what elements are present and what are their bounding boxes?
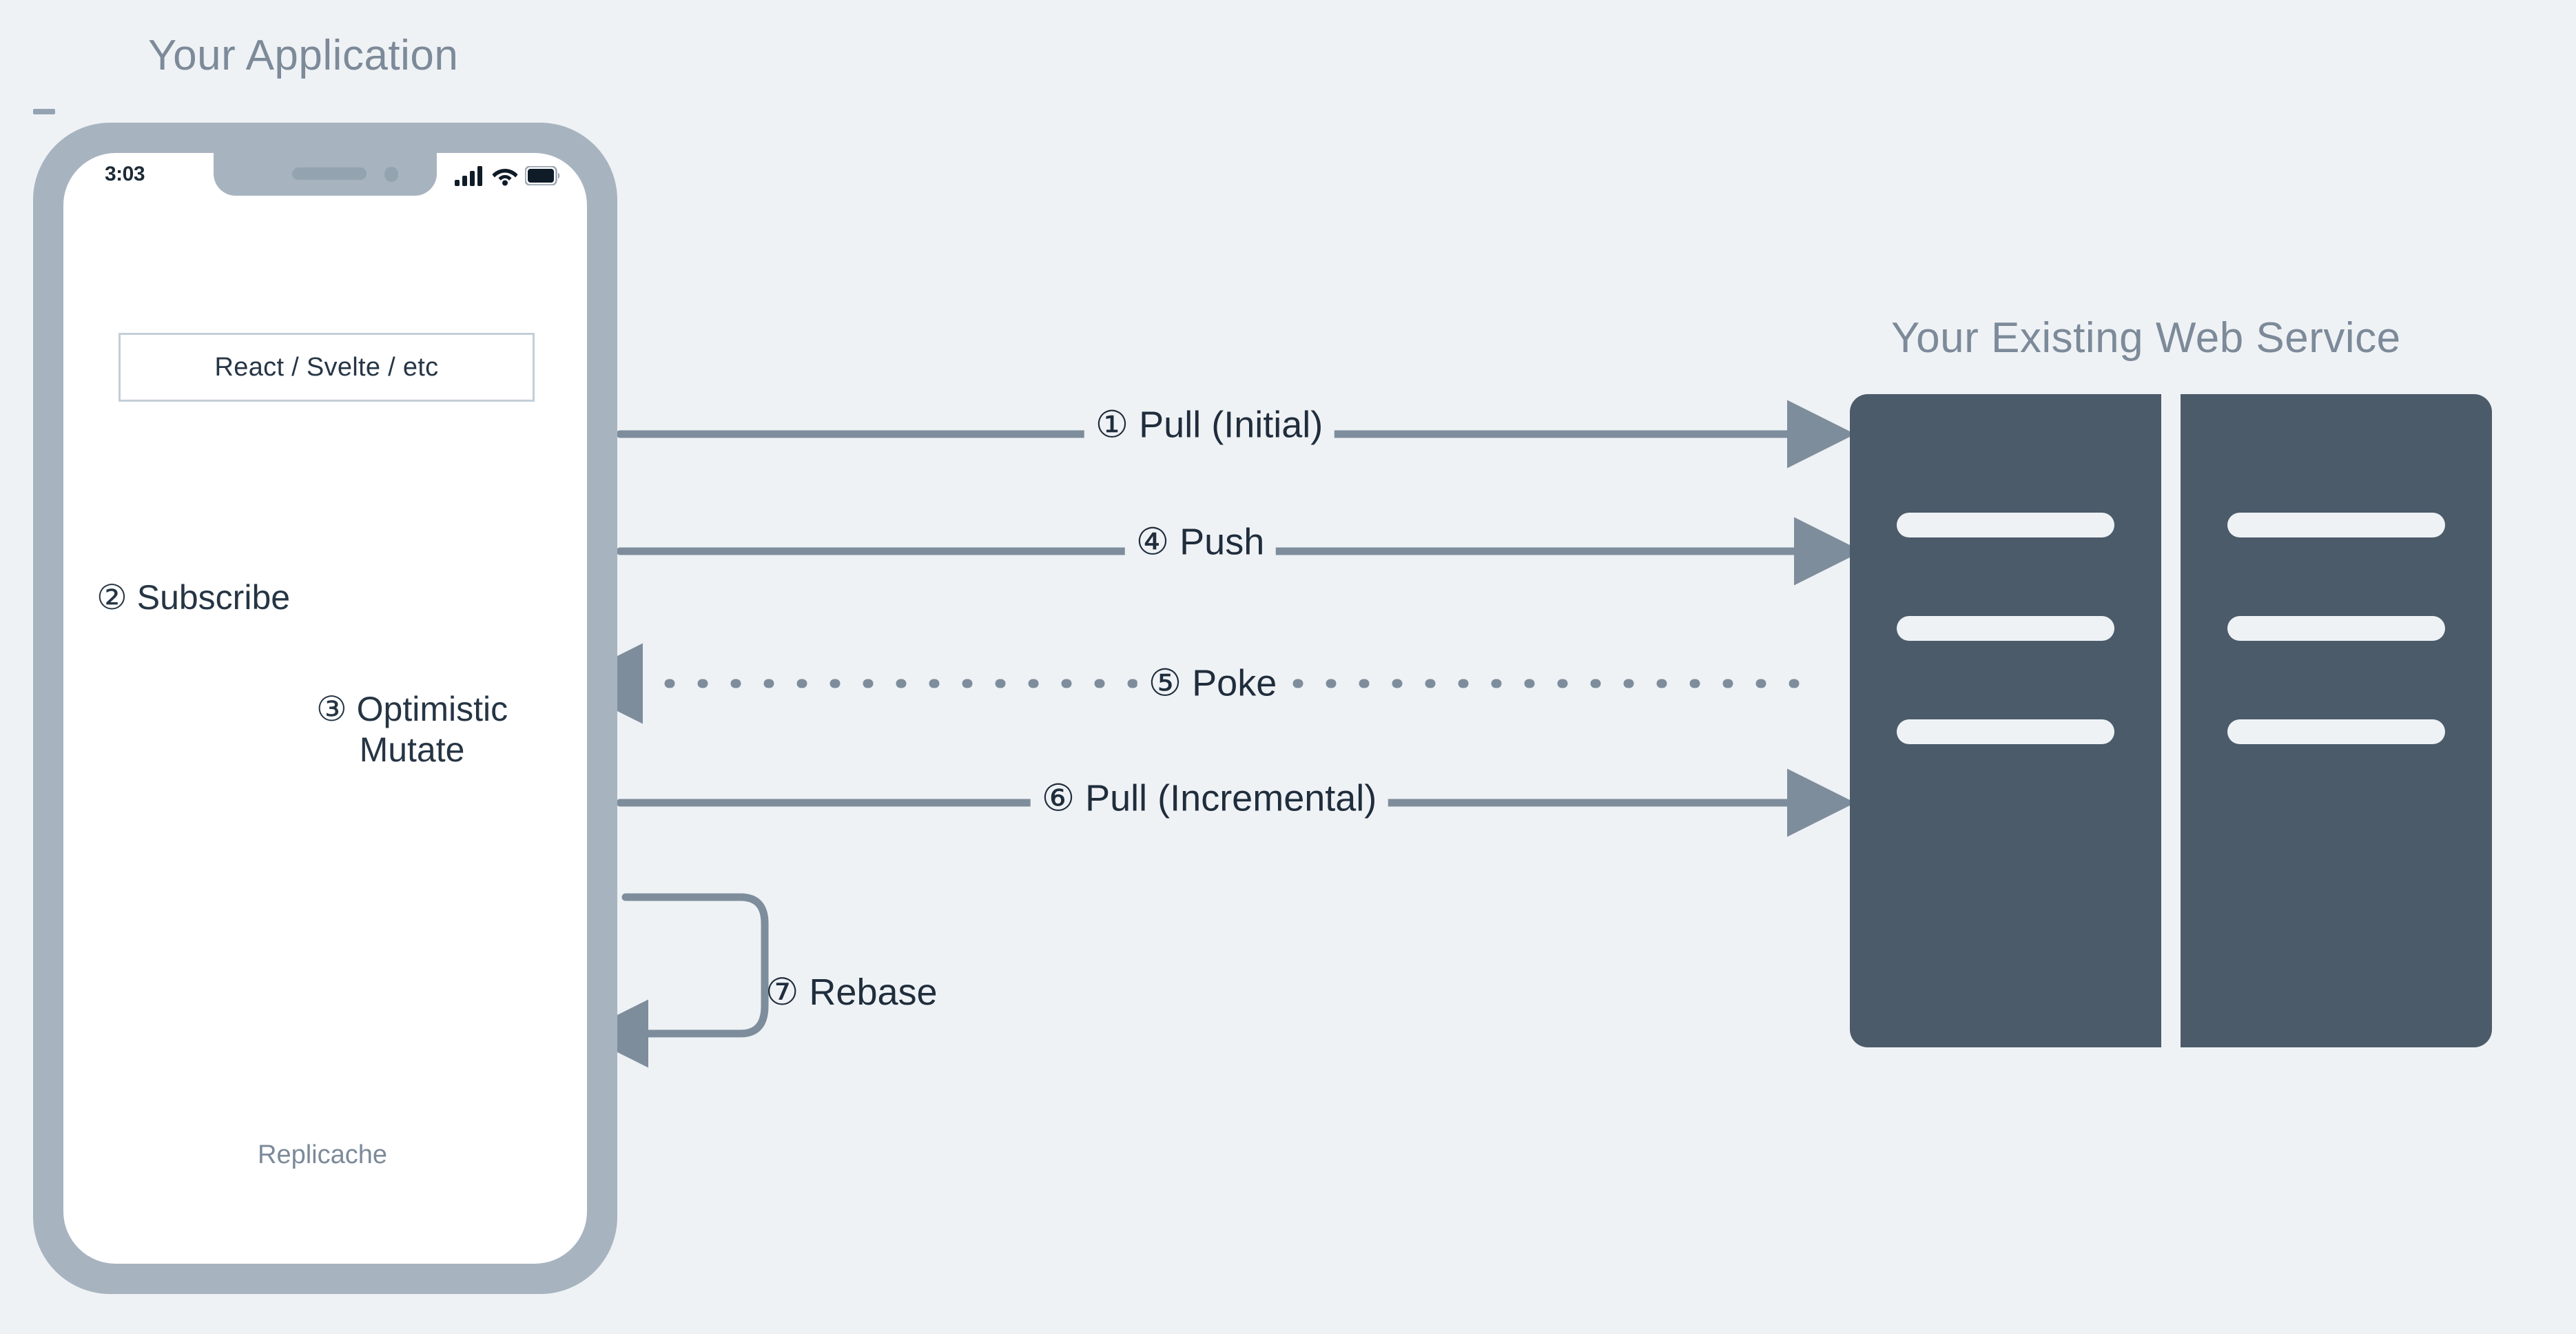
status-bar-icons (455, 165, 561, 186)
server-rack-left (1850, 394, 2161, 1047)
flow-label-rebase: ⑦ Rebase (765, 972, 938, 1013)
server-rack-left-bar-3 (1897, 719, 2114, 744)
framework-box[interactable]: React / Svelte / etc (119, 333, 535, 402)
flow-label-push: ④ Push (1124, 520, 1276, 564)
arrow-rebase-loop (580, 893, 769, 1068)
step-label-subscribe: ② Subscribe (96, 578, 291, 617)
cellular-bars-icon (455, 166, 482, 186)
step-label-optimistic-mutate: ③ Optimistic Mutate (260, 689, 564, 770)
server-rack-right-bar-3 (2227, 719, 2445, 744)
server-rack-left-bar-2 (1897, 616, 2114, 641)
flow-label-poke: ⑤ Poke (1137, 661, 1288, 705)
battery-icon (525, 166, 560, 185)
framework-box-label: React / Svelte / etc (214, 352, 439, 382)
camera-icon (384, 167, 398, 182)
speaker-icon (292, 167, 367, 180)
flow-label-pull-incremental: ⑥ Pull (Incremental) (1030, 776, 1388, 820)
replicache-caption: Replicache (258, 1140, 387, 1169)
server-rack-right-bar-2 (2227, 616, 2445, 641)
step-label-optimistic-mutate-line2: Mutate (359, 730, 465, 769)
page-title-your-existing-web-service: Your Existing Web Service (1891, 314, 2401, 362)
server-rack-right-bar-1 (2227, 513, 2445, 537)
page-title-your-application: Your Application (148, 32, 459, 79)
wifi-icon (492, 169, 518, 186)
flow-label-pull-initial: ① Pull (Initial) (1084, 402, 1335, 447)
step-label-optimistic-mutate-line1: ③ Optimistic (316, 690, 508, 728)
server-rack-left-bar-1 (1897, 513, 2114, 537)
server-rack-right (2181, 394, 2492, 1047)
status-bar-time: 3:03 (105, 163, 145, 185)
tick-mark-icon (33, 109, 55, 114)
